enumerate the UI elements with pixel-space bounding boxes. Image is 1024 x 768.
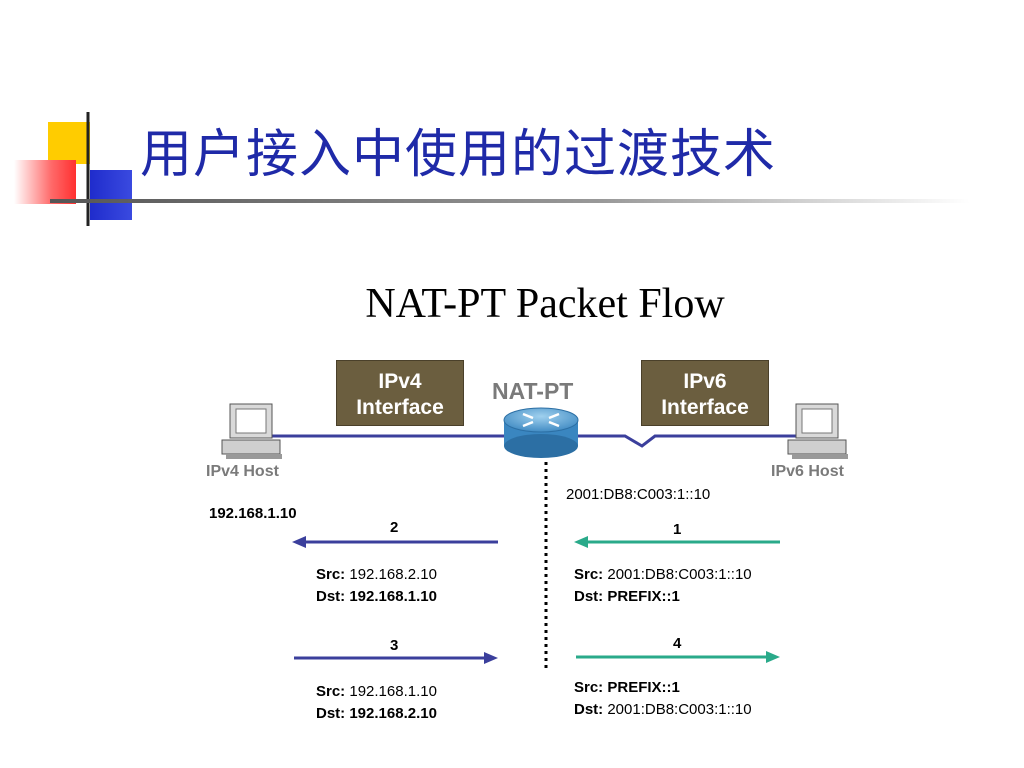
ipv4-interface-box: IPv4 Interface xyxy=(336,360,464,426)
packet-3-src: 192.168.1.10 xyxy=(349,683,437,700)
ipv4-host-pc-icon xyxy=(221,403,282,459)
step-number-1: 1 xyxy=(673,521,682,538)
packet-4-src-label: Src: xyxy=(574,679,604,696)
ipv6-host-address: 2001:DB8:C003:1::10 xyxy=(566,486,711,503)
packet-1-src-label: Src: xyxy=(574,566,604,583)
arrow-step-3 xyxy=(294,652,498,664)
packet-2-src: 192.168.2.10 xyxy=(349,566,437,583)
ipv4-interface-line2: Interface xyxy=(356,396,444,419)
ipv6-link xyxy=(578,434,800,448)
packet-1-info: Src: 2001:DB8:C003:1::10 Dst: PREFIX::1 xyxy=(574,564,752,608)
arrow-step-1 xyxy=(574,536,780,548)
packet-2-src-label: Src: xyxy=(316,566,346,583)
packet-2-info: Src: 192.168.2.10 Dst: 192.168.1.10 xyxy=(316,564,437,608)
ipv6-interface-box: IPv6 Interface xyxy=(641,360,769,426)
step-number-2: 2 xyxy=(390,519,399,536)
ipv6-interface-line1: IPv6 xyxy=(683,370,727,393)
packet-2-dst: 192.168.1.10 xyxy=(349,588,437,605)
diagram-title: NAT-PT Packet Flow xyxy=(365,281,725,327)
ipv4-interface-line1: IPv4 xyxy=(378,370,422,393)
deco-blue-square xyxy=(90,170,132,220)
ipv4-host-address: 192.168.1.10 xyxy=(209,505,297,522)
ipv6-interface-line2: Interface xyxy=(661,396,749,419)
packet-3-info: Src: 192.168.1.10 Dst: 192.168.2.10 xyxy=(316,681,437,725)
title-underline xyxy=(50,199,970,203)
ipv4-host-label: IPv4 Host xyxy=(206,463,279,480)
packet-3-dst-label: Dst: xyxy=(316,705,346,722)
deco-red-square xyxy=(14,160,76,204)
packet-3-dst: 192.168.2.10 xyxy=(349,705,437,722)
packet-4-src: PREFIX::1 xyxy=(607,679,680,696)
arrow-step-4 xyxy=(576,651,780,663)
router-icon xyxy=(503,407,579,458)
packet-4-dst: 2001:DB8:C003:1::10 xyxy=(607,701,752,718)
slide-title: 用户接入中使用的过渡技术 xyxy=(140,125,777,185)
step-number-3: 3 xyxy=(390,637,399,654)
ipv6-host-label: IPv6 Host xyxy=(771,463,844,480)
packet-1-dst: PREFIX::1 xyxy=(607,588,680,605)
packet-1-src: 2001:DB8:C003:1::10 xyxy=(607,566,752,583)
ipv6-host-pc-icon xyxy=(787,403,848,459)
router-label: NAT-PT xyxy=(492,378,574,404)
packet-4-info: Src: PREFIX::1 Dst: 2001:DB8:C003:1::10 xyxy=(574,677,752,721)
packet-4-dst-label: Dst: xyxy=(574,701,604,718)
deco-yellow-square xyxy=(48,122,90,164)
arrow-step-2 xyxy=(292,536,498,548)
packet-2-dst-label: Dst: xyxy=(316,588,346,605)
packet-1-dst-label: Dst: xyxy=(574,588,604,605)
step-number-4: 4 xyxy=(673,635,682,652)
packet-3-src-label: Src: xyxy=(316,683,346,700)
